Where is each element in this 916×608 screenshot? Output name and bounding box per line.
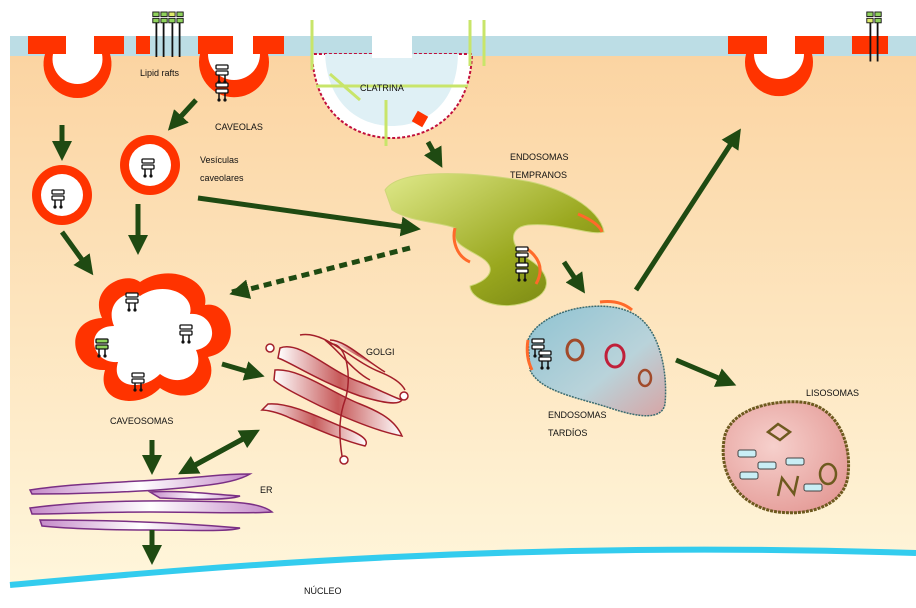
label-lisosomas: LISOSOMAS [806,388,859,398]
label-endosomas-tempranos-1: ENDOSOMAS [510,152,569,162]
label-caveosomas: CAVEOSOMAS [110,416,173,426]
label-caveolas: CAVEOLAS [215,122,263,132]
label-clatrina: CLATRINA [360,83,404,93]
lysosome [723,402,848,513]
label-er: ER [260,485,273,495]
label-endosomas-tardios-2: TARDÍOS [548,428,587,438]
label-nucleo: NÚCLEO [304,586,342,596]
label-vesiculas-1: Vesículas [200,155,239,165]
label-vesiculas-2: caveolares [200,173,244,183]
label-endosomas-tardios-1: ENDOSOMAS [548,410,607,420]
vesicle-left [32,165,92,225]
label-endosomas-tempranos-2: TEMPRANOS [510,170,567,180]
label-golgi: GOLGI [366,347,395,357]
label-lipid-rafts: Lipid rafts [140,68,180,78]
vesicle-caveolar [120,135,180,195]
